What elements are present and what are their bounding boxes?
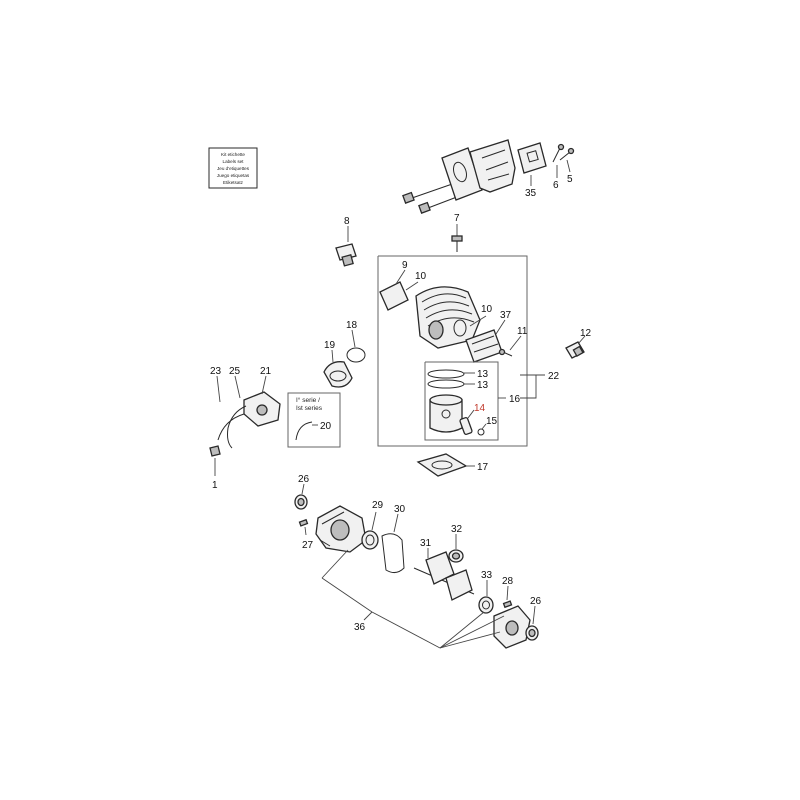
callout-12: 12: [580, 328, 592, 339]
piston: [429, 394, 463, 433]
dowel-pin: [298, 518, 309, 536]
sticker-label-kit: Kit etichette Labels set Jeu d'etiquette…: [208, 147, 258, 189]
callout-23: 23: [210, 366, 222, 377]
piston-pin: [459, 409, 475, 435]
crankcase-gasket: [381, 513, 405, 574]
crankcase-half-right: [493, 605, 531, 649]
callout-5: 5: [567, 174, 573, 185]
first-series-box: I° serie / Ist series: [287, 392, 341, 448]
muffler-cover-plate: [517, 142, 547, 174]
callout-18: 18: [346, 320, 358, 331]
muffler-screw-5: [559, 147, 575, 161]
callout-25: 25: [229, 366, 241, 377]
crank-bearing-left: [361, 511, 379, 550]
callout-32: 32: [451, 524, 463, 535]
muffler-screw-6: [552, 143, 565, 163]
callout-9: 9: [402, 260, 408, 271]
crankshaft: [413, 548, 475, 601]
callout-8: 8: [344, 216, 350, 227]
piston-ring-lower: [427, 379, 475, 389]
cylinder-screw: [451, 224, 463, 252]
sticker-label-line-2: Labels set: [223, 159, 245, 164]
callout-10-upper: 10: [415, 271, 427, 282]
manifold-screw: [498, 335, 522, 357]
callout-20: 20: [320, 421, 332, 432]
crankcase-assembly-leaders: [321, 549, 505, 649]
oil-seal-right: [525, 605, 539, 641]
callout-29: 29: [372, 500, 384, 511]
callout-28: 28: [502, 576, 514, 587]
spark-plug: [335, 226, 357, 267]
oil-seal-left: [294, 483, 308, 510]
sticker-label-line-5: Etiketsatz: [223, 180, 244, 185]
callout-27: 27: [302, 540, 314, 551]
callout-10-lower: 10: [481, 304, 493, 315]
dowel-pin-right: [502, 585, 513, 609]
callout-13-upper: 13: [477, 369, 489, 380]
callout-17: 17: [477, 462, 489, 473]
callout-1: 1: [212, 480, 218, 491]
impulse-hose: [295, 421, 313, 441]
callout-33: 33: [481, 570, 493, 581]
first-series-line-2: Ist series: [296, 405, 323, 412]
callout-35: 35: [525, 188, 537, 199]
crankcase-half-left: [315, 505, 367, 553]
sticker-label-line-3: Jeu d'etiquettes: [217, 166, 250, 171]
needle-bearing: [448, 534, 464, 563]
callout-36: 36: [354, 622, 366, 633]
callout-31: 31: [420, 538, 432, 549]
callout-26-left: 26: [298, 474, 310, 485]
intake-boot: [323, 349, 353, 388]
callout-26-right: 26: [530, 596, 542, 607]
piston-pin-clip: [477, 423, 487, 436]
callout-7: 7: [454, 213, 460, 224]
callout-37: 37: [500, 310, 512, 321]
callout-19: 19: [324, 340, 336, 351]
piston-kit-frame: [424, 361, 499, 441]
carburetor: [243, 375, 281, 427]
cylinder: [415, 286, 481, 349]
decompression-valve: [565, 335, 586, 359]
callout-14: 14: [474, 403, 486, 414]
callout-11: 11: [517, 326, 528, 337]
hose-clamp: [346, 329, 366, 363]
callout-30: 30: [394, 504, 406, 515]
muffler-body: [469, 139, 516, 193]
piston-ring-upper: [427, 369, 475, 379]
intake-gasket: [379, 269, 409, 311]
callout-13-lower: 13: [477, 380, 489, 391]
sticker-label-line-4: Juego etiquetas: [217, 173, 250, 178]
callout-15: 15: [486, 416, 498, 427]
crank-bearing-right: [478, 580, 494, 614]
callout-16: 16: [509, 394, 521, 405]
intake-manifold: [465, 319, 506, 363]
fuel-hose-supply: [216, 375, 245, 441]
fuel-filter: [209, 445, 221, 476]
callout-6: 6: [553, 180, 559, 191]
callout-21: 21: [260, 366, 272, 377]
muffler-assembly: [402, 139, 575, 214]
first-series-line-1: I° serie /: [296, 396, 320, 404]
cylinder-kit-frame: [377, 255, 528, 447]
callout-22: 22: [548, 371, 560, 382]
sticker-label-line-1: Kit etichette: [221, 152, 245, 157]
cylinder-base-gasket: [416, 453, 475, 477]
fuel-hose-return: [227, 375, 247, 449]
